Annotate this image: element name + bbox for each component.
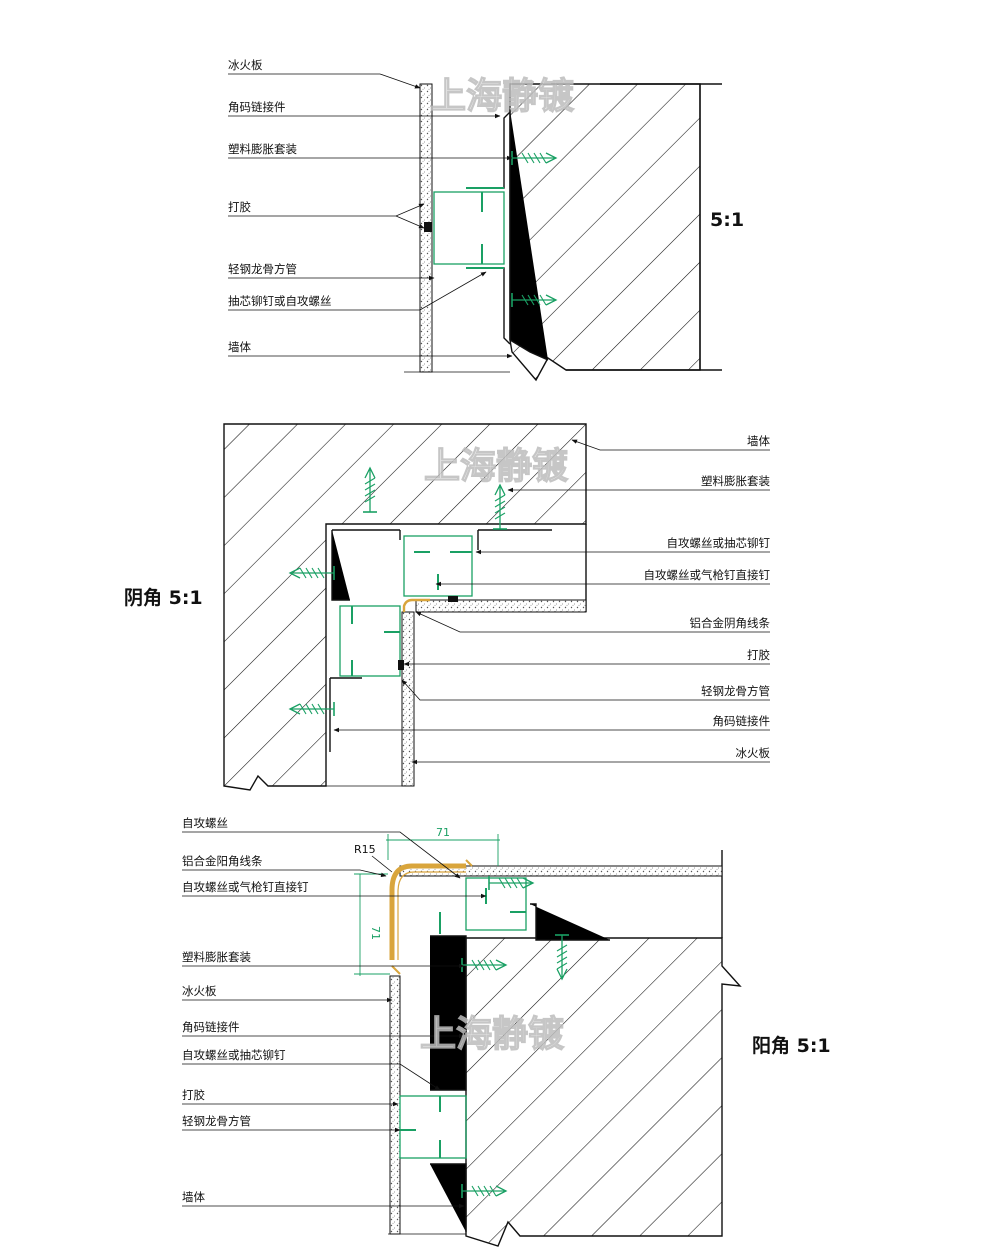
label-fire-panel: 冰火板 — [736, 746, 771, 760]
fire-panel-vertical — [389, 975, 401, 1235]
watermark: 上海静镀 — [430, 76, 575, 117]
dim-vertical: 71 — [369, 926, 382, 940]
steel-tube — [433, 191, 505, 265]
label-rivet-or-screw: 抽芯铆钉或自攻螺丝 — [228, 294, 332, 308]
detail-3-leaders — [182, 831, 487, 1209]
label-aluminium-outside-trim: 铝合金阳角线条 — [182, 854, 263, 868]
fire-panel-horizontal — [415, 599, 587, 613]
radius-label: R15 — [354, 843, 376, 856]
label-screw-or-rivet: 自攻螺丝或抽芯铆钉 — [182, 1048, 286, 1062]
detail-2-labels: 墙体 塑料膨胀套装 自攻螺丝或抽芯铆钉 自攻螺丝或气枪钉直接钉 铝合金阴角线条 … — [644, 434, 771, 760]
label-aluminium-inside-trim: 铝合金阴角线条 — [690, 616, 771, 630]
label-plastic-anchor: 塑料膨胀套装 — [182, 950, 251, 964]
label-plastic-anchor: 塑料膨胀套装 — [701, 474, 770, 488]
dim-horizontal: 71 — [436, 826, 450, 839]
label-steel-tube: 轻钢龙骨方管 — [701, 684, 770, 698]
label-screw: 自攻螺丝 — [182, 816, 228, 830]
label-steel-tube: 轻钢龙骨方管 — [228, 262, 297, 276]
detail-1-scale: 5:1 — [710, 209, 744, 231]
watermark: 上海静镀 — [424, 446, 569, 487]
label-wall: 墙体 — [182, 1190, 205, 1204]
fire-panel-vertical — [401, 611, 415, 787]
label-angle-connector: 角码链接件 — [182, 1020, 240, 1034]
label-wall: 墙体 — [228, 340, 251, 354]
watermark: 上海静镀 — [420, 1014, 565, 1055]
label-screw-or-nail: 自攻螺丝或气枪钉直接钉 — [182, 880, 309, 894]
label-angle-connector: 角码链接件 — [228, 100, 286, 114]
label-angle-connector: 角码链接件 — [713, 714, 771, 728]
detail-3-scale: 阳角 5:1 — [752, 1034, 831, 1057]
detail-3-outside-corner: 71 71 R15 自攻螺丝 铝合金阳角线条 — [182, 816, 831, 1247]
label-screw-or-nail: 自攻螺丝或气枪钉直接钉 — [644, 568, 771, 582]
wall-hatch — [465, 937, 742, 1247]
dimensions: 71 71 R15 — [354, 826, 500, 976]
label-plastic-anchor: 塑料膨胀套装 — [228, 142, 297, 156]
detail-2-leaders — [333, 439, 770, 765]
label-screw-or-rivet: 自攻螺丝或抽芯铆钉 — [667, 536, 771, 550]
label-sealant: 打胶 — [182, 1088, 205, 1102]
label-fire-panel: 冰火板 — [182, 984, 217, 998]
detail-2-scale: 阴角 5:1 — [124, 586, 203, 609]
detail-1-labels: 冰火板 角码链接件 塑料膨胀套装 打胶 轻钢龙骨方管 抽芯铆钉或自攻螺丝 墙体 — [228, 58, 332, 354]
detail-3-labels: 自攻螺丝 铝合金阳角线条 自攻螺丝或气枪钉直接钉 塑料膨胀套装 冰火板 角码链接… — [182, 816, 309, 1204]
detail-1-leaders — [228, 73, 513, 359]
detail-2-inside-corner: 墙体 塑料膨胀套装 自攻螺丝或抽芯铆钉 自攻螺丝或气枪钉直接钉 铝合金阴角线条 … — [124, 423, 771, 791]
label-wall: 墙体 — [747, 434, 770, 448]
wall-hatch — [223, 423, 587, 791]
detail-1-flat-wall: 冰火板 角码链接件 塑料膨胀套装 打胶 轻钢龙骨方管 抽芯铆钉或自攻螺丝 墙体 … — [228, 58, 744, 382]
label-fire-panel: 冰火板 — [228, 58, 263, 72]
label-sealant: 打胶 — [747, 648, 770, 662]
label-sealant: 打胶 — [228, 200, 251, 214]
label-steel-tube: 轻钢龙骨方管 — [182, 1114, 251, 1128]
